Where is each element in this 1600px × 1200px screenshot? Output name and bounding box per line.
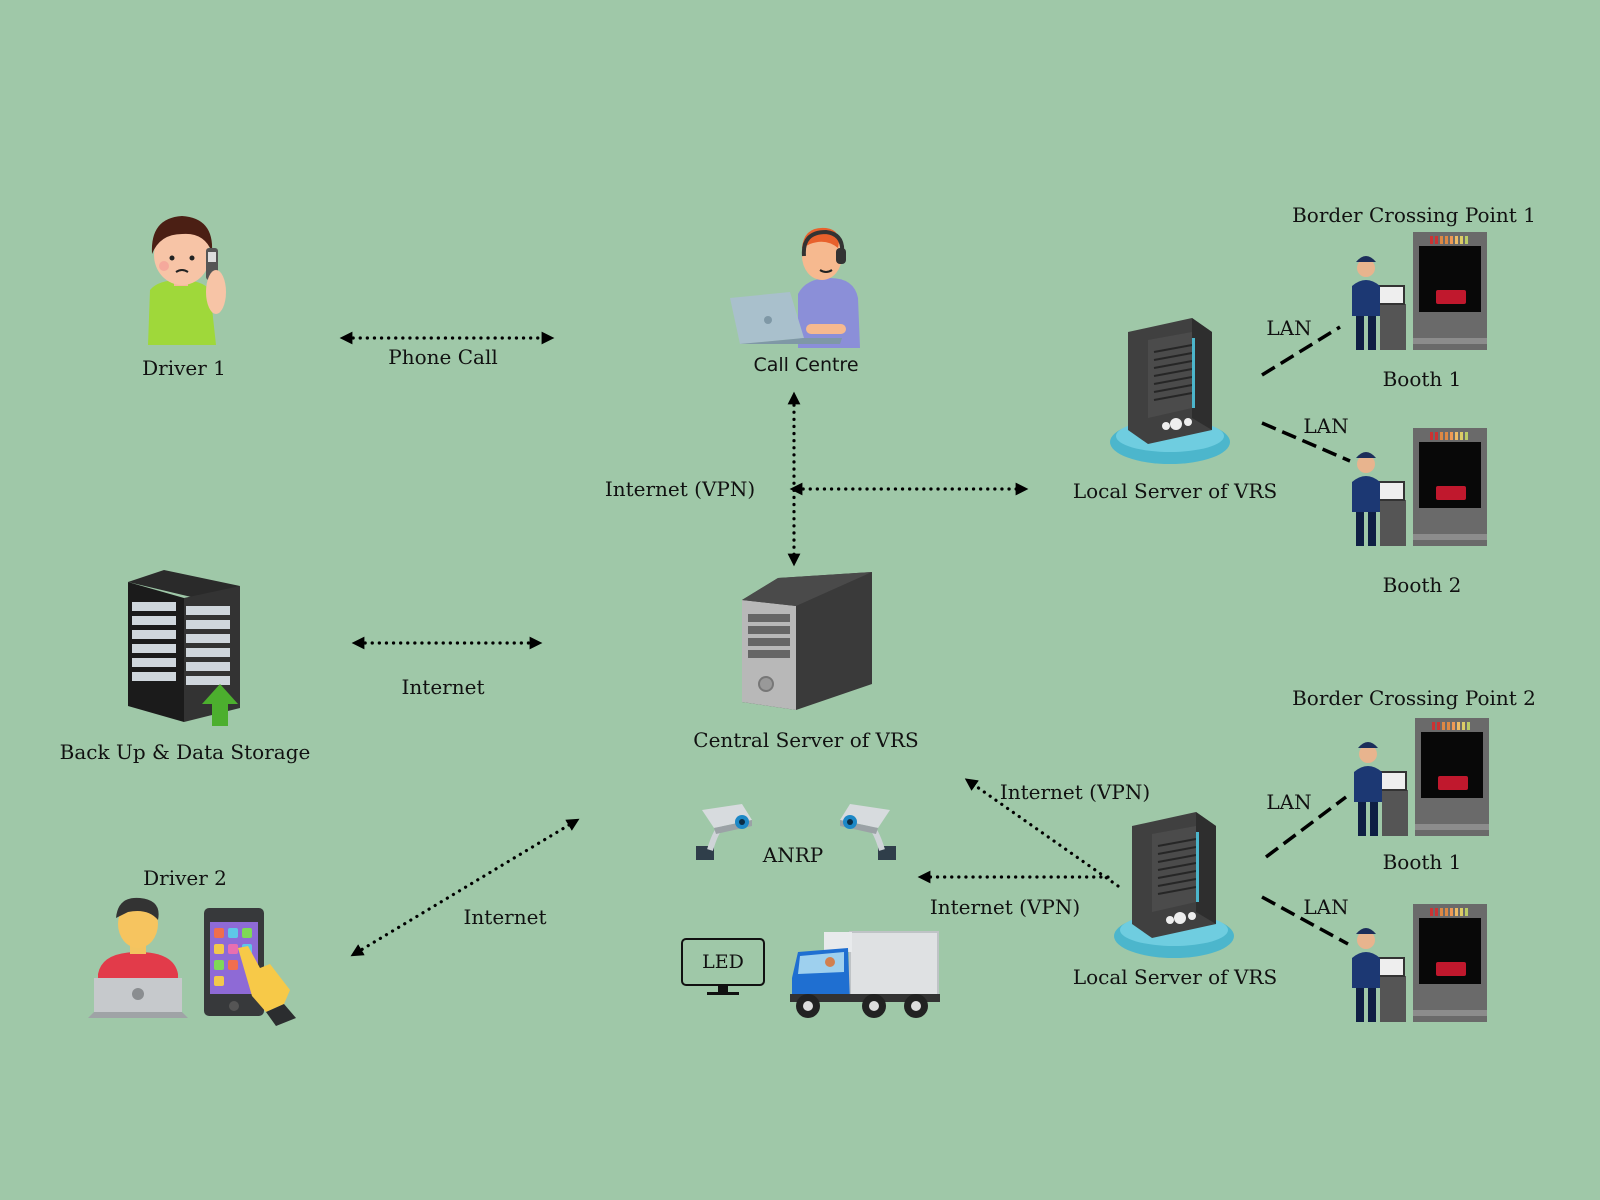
internet-vpn-b-upper-label: Internet (VPN) xyxy=(999,780,1151,804)
lan-link-b2 xyxy=(1261,895,1349,946)
anrp-camera-left-icon xyxy=(696,804,752,860)
led-label: LED xyxy=(702,951,744,973)
local-server-b-label: Local Server of VRS xyxy=(1072,965,1278,989)
booth1-a-label: Booth 1 xyxy=(1382,367,1462,391)
driver2-laptop-user-icon xyxy=(88,897,188,1018)
phone-call-label: Phone Call xyxy=(388,345,498,369)
truck-icon xyxy=(790,931,940,1018)
internet-vpn-top-label: Internet (VPN) xyxy=(604,477,756,501)
driver1-phone-icon xyxy=(148,216,226,345)
local-server-b-icon xyxy=(1114,812,1234,958)
booth2-a-label: Booth 2 xyxy=(1382,573,1462,597)
booth2-a-icon xyxy=(1352,428,1487,546)
smartphone-touch-icon xyxy=(204,908,296,1026)
booth1-b-icon xyxy=(1354,718,1489,836)
border-crossing-1-label: Border Crossing Point 1 xyxy=(1292,203,1536,227)
led-base xyxy=(707,992,739,995)
backup-label: Back Up & Data Storage xyxy=(59,740,311,764)
central-server-label: Central Server of VRS xyxy=(693,728,919,752)
booth1-a-icon xyxy=(1352,232,1487,350)
lan-label-a1: LAN xyxy=(1266,316,1312,340)
led-screen: LED xyxy=(681,938,765,986)
led-stand xyxy=(718,986,728,994)
backup-storage-icon xyxy=(128,570,240,726)
booth2-b-icon xyxy=(1352,904,1487,1022)
central-server-icon xyxy=(742,572,872,710)
internet-backup-label: Internet xyxy=(401,675,485,699)
driver1-label: Driver 1 xyxy=(142,356,226,380)
call-centre-label: Call Centre xyxy=(753,354,859,376)
driver2-label: Driver 2 xyxy=(143,866,227,890)
local-server-b-central-link xyxy=(964,778,1120,888)
lan-label-b1: LAN xyxy=(1266,790,1312,814)
border-crossing-2-label: Border Crossing Point 2 xyxy=(1292,686,1536,710)
anrp-label: ANRP xyxy=(762,843,824,867)
lan-label-a2: LAN xyxy=(1303,414,1349,438)
call-centre-agent-icon xyxy=(730,227,860,348)
booth1-b-label: Booth 1 xyxy=(1382,850,1462,874)
driver2-central-link xyxy=(350,818,580,957)
internet-vpn-b-lower-label: Internet (VPN) xyxy=(929,895,1081,919)
internet-driver2-label: Internet xyxy=(463,905,547,929)
lan-link-a1 xyxy=(1261,325,1341,377)
local-server-a-label: Local Server of VRS xyxy=(1072,479,1278,503)
lan-link-b1 xyxy=(1264,795,1348,859)
lan-link-a2 xyxy=(1261,421,1351,463)
anrp-camera-right-icon xyxy=(840,804,896,860)
lan-label-b2: LAN xyxy=(1303,895,1349,919)
local-server-a-icon xyxy=(1110,318,1230,464)
